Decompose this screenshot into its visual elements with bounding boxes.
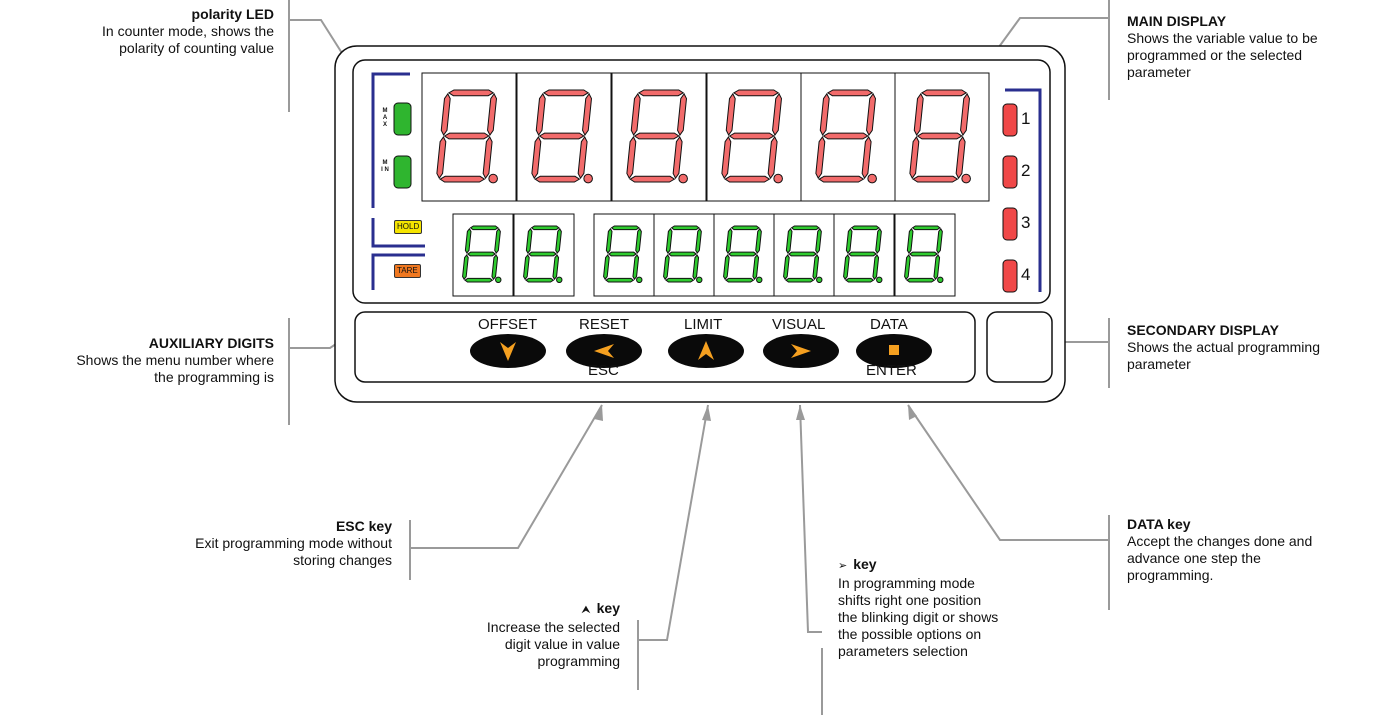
frame-right [1005,88,1042,292]
main-digit [436,89,498,184]
annotation-title: MAIN DISPLAY [1127,13,1227,29]
main-digit [531,89,593,184]
annotation-line: programming [537,653,620,669]
offset-key[interactable] [470,334,546,368]
esc-key-label: ESC [588,362,619,379]
right-arrow-icon [791,344,811,358]
secondary-digit [723,225,763,284]
up-arrow-icon [698,341,714,360]
annotation-line: Shows the variable value to be [1127,30,1318,46]
frame-left-low [371,253,425,290]
secondary-digit [603,225,643,284]
annotation-title: DATA key [1127,516,1191,532]
frame-left-top [371,72,410,208]
annotation-line: Shows the actual programming [1127,339,1320,355]
annotation-main-display: MAIN DISPLAY Shows the variable value to… [1127,13,1385,81]
annotation-title: AUXILIARY DIGITS [148,335,274,351]
aux-digit [462,225,502,284]
main-digit [815,89,877,184]
annotation-up-key: ⮝ key Increase the selected digit value i… [400,600,620,670]
annotation-line: parameters selection [838,643,968,659]
min-led-label: M I N [381,160,389,173]
annotation-line: Accept the changes done and [1127,533,1313,549]
annotation-line: the programming is [154,369,274,385]
stop-square-icon [889,345,899,355]
annotation-auxiliary-digits: AUXILIARY DIGITS Shows the menu number w… [4,335,274,386]
annotation-line: shifts right one position [838,592,982,608]
relay-led-4 [1002,259,1018,293]
led-max [393,102,412,136]
relay-led-2 [1002,155,1018,189]
visual-key-label: VISUAL [772,316,826,333]
annotation-line: digit value in value [504,636,620,652]
frame-left-mid [371,218,425,248]
annotation-esc-key: ESC key Exit programming mode without st… [96,518,392,569]
annotation-title: ESC key [335,518,392,534]
main-digit [626,89,688,184]
annotation-title: SECONDARY DISPLAY [1127,322,1279,338]
secondary-digit [904,225,944,284]
aux-digit [523,225,563,284]
annotation-line: programmed or the selected [1127,47,1303,63]
annotation-line: polarity of counting value [119,40,274,56]
annotation-title: polarity LED [191,6,274,22]
relay-label-3: 3 [1021,213,1031,232]
down-arrow-icon [500,342,516,361]
annotation-line: Shows the menu number where [76,352,274,368]
tare-badge: TARE [394,264,421,278]
left-arrow-icon [594,344,614,358]
limit-key-label: LIMIT [684,316,723,333]
data-key-label: DATA [870,316,908,333]
annotation-secondary-display: SECONDARY DISPLAY Shows the actual progr… [1127,322,1385,373]
data-key[interactable] [856,334,932,368]
annotation-line: advance one step the [1127,550,1261,566]
annotation-line: the blinking digit or shows [838,609,999,625]
annotation-line: Exit programming mode without [195,535,392,551]
relay-label-2: 2 [1021,161,1031,180]
secondary-digit [663,225,703,284]
enter-key-label: ENTER [866,362,917,379]
right-key-icon: ➢ [838,560,848,572]
annotation-title-row: ➢ key [838,556,1058,575]
annotation-line: Increase the selected [486,619,620,635]
main-digit [909,89,971,184]
secondary-digit [843,225,883,284]
annotation-right-key: ➢ key In programming mode shifts right on… [838,556,1058,660]
limit-key[interactable] [668,334,744,368]
max-led-label: M A X [382,108,388,128]
hold-badge: HOLD [394,220,423,234]
relay-label-4: 4 [1021,265,1031,284]
annotation-title-row: ⮝ key [400,600,620,619]
offset-key-label: OFFSET [478,316,538,333]
annotation-title: key [853,556,877,572]
visual-key[interactable] [763,334,839,368]
annotation-data-key: DATA key Accept the changes done and adv… [1127,516,1385,584]
annotation-title: key [596,600,620,616]
annotation-line: In programming mode [838,575,975,591]
secondary-digit [783,225,823,284]
main-digit [721,89,783,184]
annotation-line: In counter mode, shows the [102,23,274,39]
side-window [986,311,1053,383]
annotation-line: programming. [1127,567,1214,583]
reset-key-label: RESET [579,316,630,333]
annotation-polarity-led: polarity LED In counter mode, shows the … [8,6,274,57]
annotation-line: the possible options on [838,626,982,642]
up-key-icon: ⮝ [581,604,591,616]
annotation-line: storing changes [293,552,392,568]
led-min [393,155,412,189]
annotation-line: parameter [1127,64,1191,80]
annotation-line: parameter [1127,356,1191,372]
relay-label-1: 1 [1021,109,1031,128]
reset-key[interactable] [566,334,642,368]
relay-led-3 [1002,207,1018,241]
relay-led-1 [1002,103,1018,137]
